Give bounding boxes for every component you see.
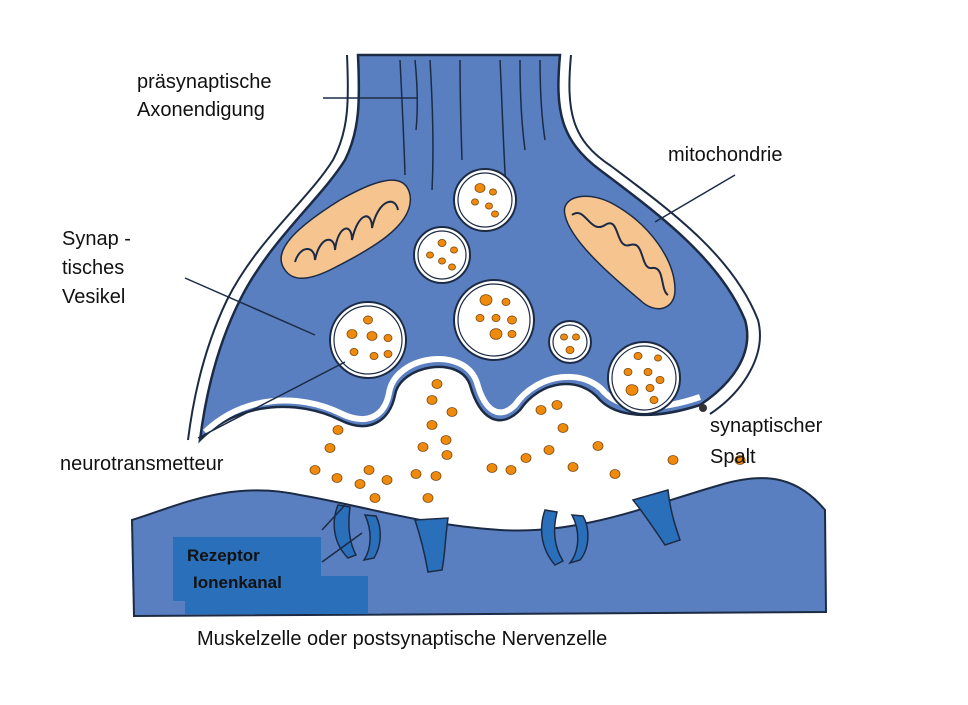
neurotransmitter-molecule	[560, 333, 568, 341]
neurotransmitter-molecule	[489, 188, 497, 196]
synaptic-vesicle	[329, 301, 407, 379]
neurotransmitter-molecule	[363, 315, 373, 325]
neurotransmitter-molecule	[430, 471, 442, 481]
neurotransmitter-molecule	[543, 445, 555, 455]
neurotransmitter-molecule	[592, 441, 604, 451]
label-presynaptic-line1: präsynaptische	[137, 71, 272, 93]
neurotransmitter-molecule	[491, 313, 501, 322]
neurotransmitter-molecule	[441, 450, 453, 460]
neurotransmitter-molecule	[667, 455, 679, 465]
neurotransmitter-molecule	[422, 493, 434, 503]
neurotransmitter-molecule	[551, 400, 563, 410]
neurotransmitter-molecule	[649, 395, 659, 404]
neurotransmitter-molecule	[625, 384, 639, 396]
neurotransmitter-molecule	[349, 347, 359, 356]
mitochondrion-right	[563, 195, 676, 310]
receptor-label-box-shadow	[185, 576, 368, 614]
neurotransmitter-molecule	[655, 375, 665, 384]
neurotransmitter-molecule	[475, 313, 485, 322]
neurotransmitter-molecule	[645, 383, 655, 392]
neurotransmitter-molecule	[474, 183, 486, 193]
neurotransmitter-molecule	[437, 238, 447, 247]
neurotransmitter-molecule	[479, 294, 493, 306]
neurotransmitter-molecule	[366, 331, 378, 341]
label-receptor-line2: Ionenkanal	[193, 573, 282, 592]
label-vesicle-line2: tisches	[62, 257, 125, 279]
neurotransmitter-molecule	[309, 465, 321, 475]
neurotransmitter-molecule	[572, 333, 580, 341]
neurotransmitter-molecule	[431, 379, 443, 389]
neurotransmitter-molecule	[565, 345, 575, 354]
neurotransmitter-molecule	[609, 469, 621, 479]
synaptic-vesicle	[607, 341, 681, 415]
label-postsynaptic: Muskelzelle oder postsynaptische Nervenz…	[197, 628, 608, 650]
neurotransmitter-molecule	[324, 443, 336, 453]
label-mitochondrion: mitochondrie	[668, 144, 783, 166]
receptor-channel-closed	[413, 517, 449, 573]
neurotransmitter-molecule	[363, 465, 375, 475]
leader-lines	[184, 97, 736, 563]
label-cleft-line1: synaptischer	[710, 415, 823, 437]
neurotransmitter-molecule	[491, 210, 499, 218]
neurotransmitter-molecule	[567, 462, 579, 472]
neurotransmitter-molecule	[654, 354, 662, 362]
neurotransmitter-molecule	[426, 251, 434, 259]
neurotransmitter-molecule	[383, 333, 393, 342]
neurotransmitter-molecule	[505, 465, 517, 475]
label-vesicle-line1: Synap -	[62, 228, 131, 250]
neurotransmitter-molecule	[332, 425, 344, 435]
neurotransmitter-molecule	[489, 328, 503, 340]
neurotransmitter-molecule	[410, 469, 422, 479]
receptor-channel-closed	[631, 489, 681, 546]
synaptic-vesicle	[413, 226, 471, 284]
neurotransmitter-molecule	[369, 493, 381, 503]
neurotransmitter-molecule	[383, 349, 393, 358]
neurotransmitter-molecule	[507, 329, 517, 338]
label-presynaptic-line2: Axonendigung	[137, 99, 265, 121]
label-vesicle-line3: Vesikel	[62, 286, 126, 308]
synaptic-cleft	[140, 366, 770, 520]
synaptic-vesicle	[453, 168, 517, 232]
neurotransmitter-molecule	[426, 395, 438, 405]
neurotransmitter-molecule	[501, 297, 511, 306]
neurotransmitter-molecule	[346, 329, 358, 339]
neurotransmitter-molecule	[557, 423, 569, 433]
neurotransmitter-molecule	[471, 198, 479, 206]
neurotransmitter-molecule	[633, 351, 643, 360]
receptor-channel-open	[333, 504, 381, 562]
neurotransmitter-molecule	[381, 475, 393, 485]
synaptic-vesicle	[453, 279, 535, 361]
neurotransmitter-molecule	[450, 246, 458, 254]
synaptic-vesicles	[329, 168, 681, 415]
label-neurotransmitter: neurotransmetteur	[60, 453, 224, 475]
neurotransmitter-molecule	[354, 479, 366, 489]
cleft-marker	[699, 404, 707, 412]
neurotransmitter-molecule	[438, 257, 446, 265]
neurotransmitter-molecule	[440, 435, 452, 445]
neurotransmitter-molecule	[623, 367, 633, 376]
neurotransmitter-molecule	[417, 442, 429, 452]
neurotransmitter-molecules	[309, 379, 746, 503]
neurotransmitter-molecule	[331, 473, 343, 483]
neurotransmitter-molecule	[369, 351, 379, 360]
neurotransmitter-molecule	[486, 463, 498, 473]
neurotransmitter-molecule	[507, 315, 517, 325]
receptor-channel-open	[540, 509, 589, 566]
neurotransmitter-molecule	[485, 202, 493, 210]
neurotransmitter-molecule	[734, 455, 746, 465]
mitochondrion-left	[280, 179, 411, 279]
neurotransmitter-molecule	[520, 453, 532, 463]
neurotransmitter-molecule	[535, 405, 547, 415]
neurotransmitter-molecule	[446, 407, 458, 417]
synaptic-vesicle	[548, 320, 592, 364]
neurotransmitter-molecule	[448, 263, 456, 271]
label-cleft-line2: Spalt	[710, 446, 756, 468]
receptor-channels	[333, 489, 681, 573]
neurotransmitter-molecule	[643, 367, 653, 376]
neurotransmitter-molecule	[426, 420, 438, 430]
label-receptor-line1: Rezeptor	[187, 546, 260, 565]
